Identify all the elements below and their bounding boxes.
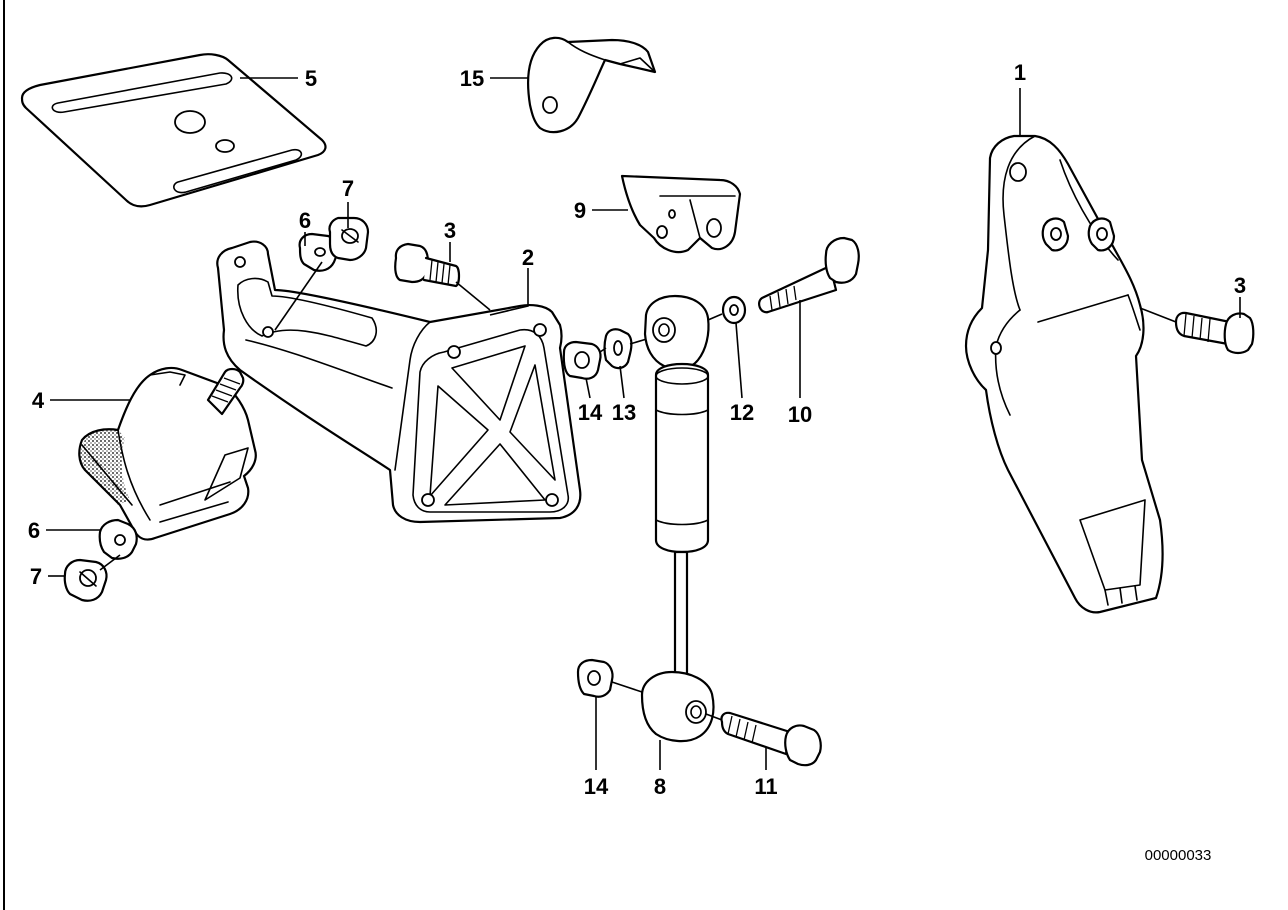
callout-9: 9 — [574, 198, 586, 223]
callout-3-right: 3 — [1234, 273, 1246, 298]
callout-10: 10 — [788, 402, 812, 427]
callout-7-lower: 7 — [30, 564, 42, 589]
part-14-nut-lower — [576, 658, 614, 698]
part-10-bolt — [758, 236, 860, 314]
part-7-nut-upper — [328, 216, 370, 262]
callout-12: 12 — [730, 400, 754, 425]
part-8-shock-absorber — [640, 294, 715, 743]
leader-lines — [46, 77, 1241, 770]
part-6-washer-lower — [98, 518, 138, 560]
part-3-bolt-left — [394, 242, 461, 288]
callout-3-left: 3 — [444, 218, 456, 243]
callout-6-upper: 6 — [299, 208, 311, 233]
part-13-washer — [603, 328, 633, 370]
part-2-support-arm — [216, 240, 582, 524]
callout-13: 13 — [612, 400, 636, 425]
reference-number: 00000033 — [1145, 847, 1212, 864]
callout-6-lower: 6 — [28, 518, 40, 543]
callout-11: 11 — [754, 774, 777, 799]
part-3-bolt-right — [1174, 311, 1255, 355]
callout-14-upper: 14 — [578, 400, 603, 425]
part-11-bolt — [720, 711, 822, 767]
part-1-large-bracket — [964, 134, 1164, 614]
part-4-rubber-mount — [78, 366, 257, 541]
callout-7-upper: 7 — [342, 176, 354, 201]
part-9-bracket — [620, 174, 742, 254]
callout-2: 2 — [522, 245, 534, 270]
part-12-washer — [721, 295, 747, 325]
callout-8: 8 — [654, 774, 666, 799]
callout-5: 5 — [305, 66, 317, 91]
callout-4: 4 — [32, 388, 45, 413]
callout-14-lower: 14 — [584, 774, 609, 799]
part-5-plate — [20, 53, 327, 208]
callout-1: 1 — [1014, 60, 1026, 85]
callout-15: 15 — [460, 66, 484, 91]
callout-labels: 1 2 3 3 4 5 6 6 7 7 8 9 10 11 12 13 14 1… — [28, 60, 1246, 799]
part-15-bracket — [527, 36, 657, 134]
part-7-nut-lower — [63, 558, 108, 602]
part-14-nut-upper — [562, 340, 602, 380]
